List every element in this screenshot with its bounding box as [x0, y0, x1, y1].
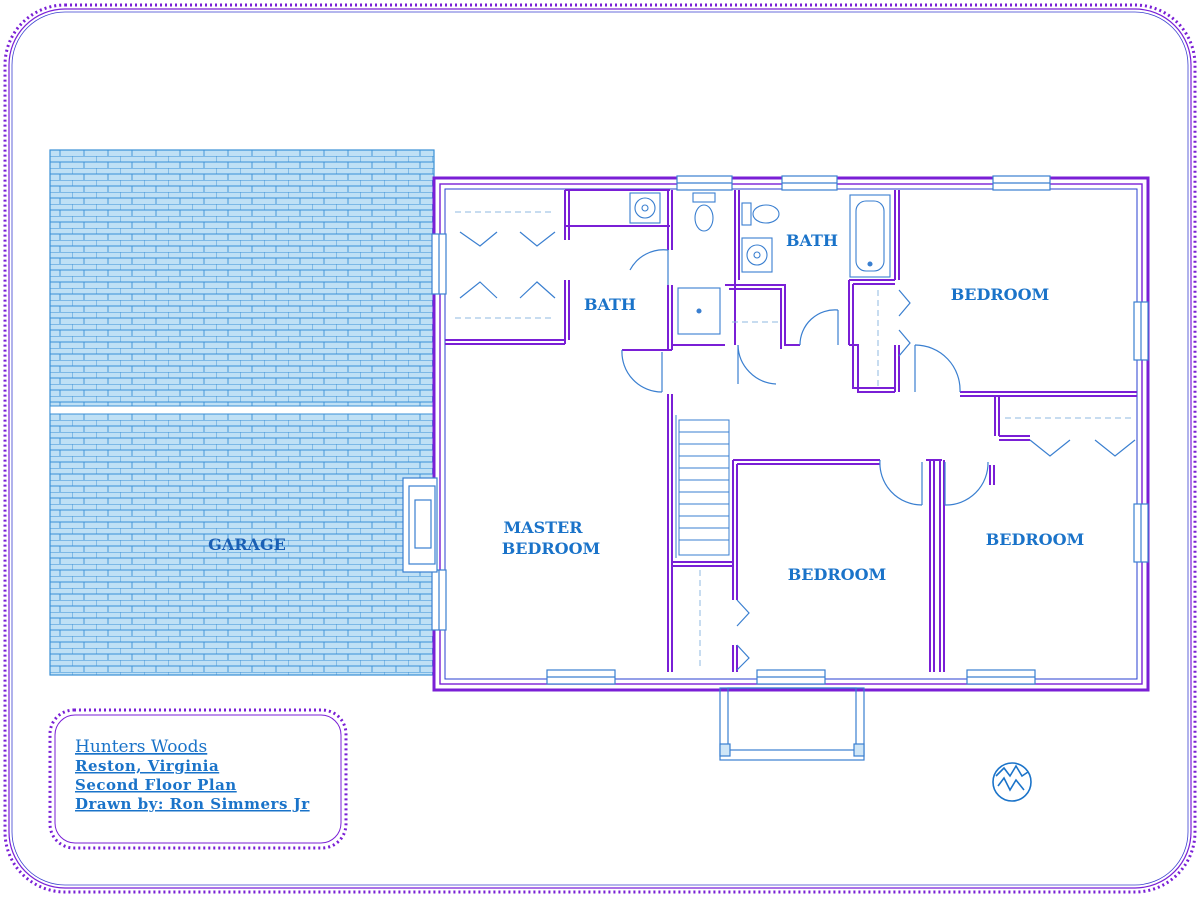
sheet-name: Second Floor Plan — [75, 776, 237, 794]
project-title: Hunters Woods — [75, 737, 207, 757]
project-location: Reston, Virginia — [75, 757, 219, 775]
interior-walls — [445, 189, 1137, 672]
sheet-border — [3, 3, 1197, 894]
bath-left-label: BATH — [584, 295, 636, 314]
garage-area — [49, 149, 435, 676]
windows — [431, 175, 1149, 685]
bath-fixtures — [629, 192, 891, 335]
bath-right-label: BATH — [786, 231, 838, 250]
doors — [459, 231, 1136, 671]
exterior-walls — [432, 176, 1150, 692]
bedroom-center-label: BEDROOM — [788, 565, 886, 584]
garage-label: GARAGE — [208, 535, 286, 554]
mountain-logo-icon — [992, 762, 1032, 802]
bedroom-east-label: BEDROOM — [986, 530, 1084, 549]
chimney — [402, 477, 438, 573]
balcony — [719, 687, 865, 761]
master-bedroom-label-line2: BEDROOM — [502, 539, 600, 558]
master-bedroom-label-line1: MASTER — [503, 518, 583, 537]
closet-shelves — [455, 211, 1132, 668]
title-block — [48, 708, 348, 850]
drawn-by: Drawn by: Ron Simmers Jr — [75, 795, 310, 813]
stairs — [675, 415, 730, 558]
bedroom-ne-label: BEDROOM — [951, 285, 1049, 304]
